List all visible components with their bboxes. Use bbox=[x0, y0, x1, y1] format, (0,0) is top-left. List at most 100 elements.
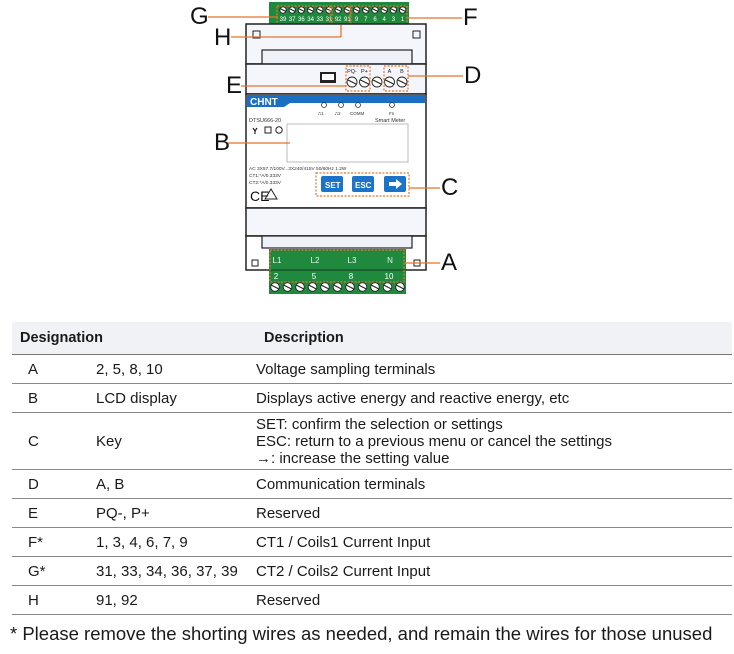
designation-description: CT1 / Coils1 Current Input bbox=[256, 527, 732, 557]
top-screw-slot bbox=[298, 8, 305, 12]
circle-icon bbox=[275, 126, 283, 134]
comm-screw-slot bbox=[385, 79, 394, 85]
phase-label: L2 bbox=[311, 256, 320, 265]
designation-id: B bbox=[12, 383, 96, 413]
top-left-notch bbox=[252, 30, 261, 39]
square-icon bbox=[264, 126, 272, 134]
designation-id: G* bbox=[12, 556, 96, 586]
top-terminal-number: 34 bbox=[307, 17, 314, 23]
esc-button-label: ESC bbox=[355, 181, 372, 190]
description-line: →: increase the setting value bbox=[256, 449, 450, 467]
description-line: SET: confirm the selection or settings bbox=[256, 415, 503, 433]
set-button[interactable] bbox=[321, 176, 343, 192]
comm-terminal-label: B bbox=[400, 69, 404, 75]
indicator-leds: ⎍1 ⎍2 COMM Fn bbox=[318, 102, 395, 116]
callout-label-g: G bbox=[190, 3, 209, 30]
phase-label: L3 bbox=[348, 256, 357, 265]
description-line: CT1 / Coils1 Current Input bbox=[256, 533, 431, 551]
designation-id: A bbox=[12, 354, 96, 384]
led-pulse2 bbox=[338, 102, 344, 108]
description-line: CT2 / Coils2 Current Input bbox=[256, 562, 431, 580]
designation-id: D bbox=[12, 469, 96, 499]
top-screws bbox=[279, 6, 407, 14]
bottom-screw-slot bbox=[383, 284, 392, 290]
top-terminal-number: 31 bbox=[326, 17, 333, 23]
designation-description: Voltage sampling terminals bbox=[256, 354, 732, 384]
comm-terminal-label: P+ bbox=[361, 69, 368, 75]
phase-label: N bbox=[387, 256, 393, 265]
designation-id: F* bbox=[12, 527, 96, 557]
top-screw-slot bbox=[381, 8, 388, 12]
top-terminal-number: 9 bbox=[355, 17, 359, 23]
bottom-terminal-number: 5 bbox=[312, 272, 317, 281]
lcd-display bbox=[286, 123, 409, 163]
top-terminal-number: 33 bbox=[316, 17, 323, 23]
comm-screw-slot bbox=[347, 79, 357, 85]
description-line: Communication terminals bbox=[256, 475, 426, 493]
designation-terminals: 2, 5, 8, 10 bbox=[96, 354, 256, 384]
spec-line-2: CT1:*A/0.333V bbox=[249, 173, 282, 179]
designation-terminals: A, B bbox=[96, 469, 256, 499]
designation-terminals: PQ-, P+ bbox=[96, 498, 256, 528]
top-screw-slot bbox=[316, 8, 323, 12]
bottom-screw-slot bbox=[346, 284, 354, 290]
bottom-terminal-number: 10 bbox=[385, 272, 394, 281]
designation-id: E bbox=[12, 498, 96, 528]
led-label-fn: Fn bbox=[389, 111, 395, 116]
callout-label-e: E bbox=[226, 72, 243, 99]
bottom-screw-slot bbox=[371, 284, 379, 290]
designation-description: Displays active energy and reactive ener… bbox=[256, 383, 732, 413]
comm-screw-slot bbox=[372, 79, 382, 85]
top-screw-slot bbox=[335, 8, 342, 12]
top-terminal-number: 6 bbox=[373, 17, 377, 23]
top-screw-slot bbox=[344, 8, 351, 12]
top-screw-slot bbox=[362, 8, 369, 12]
led-comm bbox=[355, 102, 361, 108]
top-rail bbox=[261, 49, 413, 65]
esc-button[interactable] bbox=[352, 176, 374, 192]
description-line: Voltage sampling terminals bbox=[256, 360, 436, 378]
bottom-screw-slot bbox=[296, 284, 304, 290]
table-header-row: Designation Description bbox=[12, 322, 732, 355]
bottom-terminal-number: 2 bbox=[274, 272, 279, 281]
designation-terminals: 1, 3, 4, 6, 7, 9 bbox=[96, 527, 256, 557]
comm-port-inner bbox=[322, 74, 334, 80]
bottom-screw-slot bbox=[396, 284, 404, 290]
header-designation: Designation bbox=[12, 322, 256, 355]
comm-screw-slot bbox=[360, 79, 369, 85]
product-type: Smart Meter bbox=[375, 118, 405, 124]
lower-housing bbox=[245, 207, 427, 237]
top-terminal-number: 91 bbox=[344, 17, 351, 23]
designation-terminals: LCD display bbox=[96, 383, 256, 413]
led-pulse1 bbox=[321, 102, 327, 108]
bottom-rail bbox=[261, 235, 413, 249]
callout-box-h bbox=[329, 5, 351, 25]
header-description: Description bbox=[256, 322, 732, 355]
brand-bar bbox=[247, 95, 425, 107]
top-screw-slot bbox=[307, 8, 314, 12]
arrow-right-icon bbox=[389, 179, 402, 189]
spec-line-1: AC 3X57.7/100V...3X240/415V 50/60Hz 1.2W bbox=[249, 166, 347, 172]
designation-id: C bbox=[12, 412, 96, 470]
bottom-screws bbox=[270, 282, 405, 292]
top-terminal-number: 39 bbox=[280, 17, 287, 23]
led-label-2: ⎍2 bbox=[335, 111, 341, 116]
top-right-notch bbox=[412, 30, 421, 39]
callout-box-a bbox=[269, 249, 405, 283]
rcm-mark-icon bbox=[264, 188, 278, 200]
top-terminal-number: 1 bbox=[401, 17, 405, 23]
bottom-screw-slot bbox=[321, 284, 329, 290]
callout-box-e bbox=[345, 65, 371, 92]
